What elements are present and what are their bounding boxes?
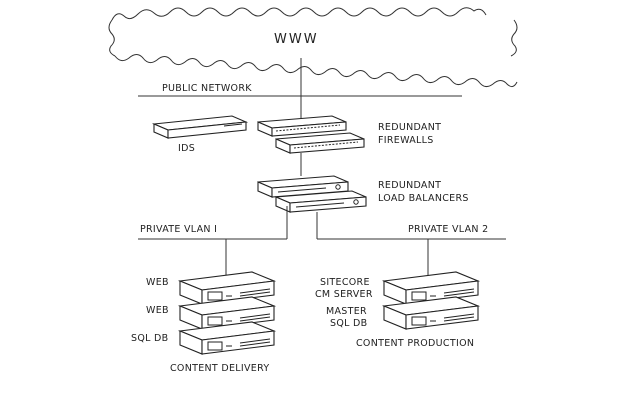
lb-label-line2: LOAD BALANCERS	[378, 193, 469, 204]
ids-device	[151, 115, 249, 139]
ids-label: IDS	[178, 143, 195, 154]
cloud-right-edge	[510, 19, 518, 57]
load-balancer-secondary	[275, 190, 367, 213]
load-balancer-primary	[257, 175, 349, 198]
delivery-web2-label: WEB	[146, 305, 169, 316]
firewall-secondary	[275, 132, 365, 154]
cloud-top-edge	[111, 7, 487, 21]
cm-server	[381, 271, 481, 305]
delivery-sqldb-label: SQL DB	[131, 333, 168, 344]
content-production-caption: CONTENT PRODUCTION	[356, 338, 474, 349]
firewall-primary	[257, 115, 347, 137]
internet-cloud: WWW	[108, 7, 518, 88]
firewalls-label-line2: FIREWALLS	[378, 135, 434, 146]
delivery-web1-label: WEB	[146, 277, 169, 288]
vlan2-label: PRIVATE VLAN 2	[408, 224, 489, 235]
production-cm-label-line2: CM SERVER	[315, 289, 373, 300]
production-cm-label-line1: SITECORE	[320, 277, 370, 288]
firewalls-label-line1: REDUNDANT	[378, 122, 441, 133]
public-network-label: PUBLIC NETWORK	[162, 83, 252, 94]
content-delivery-caption: CONTENT DELIVERY	[170, 363, 269, 374]
cloud-bottom-edge	[114, 54, 518, 88]
master-sql-server	[381, 296, 481, 330]
production-master-label-line2: SQL DB	[330, 318, 367, 329]
delivery-sql-server	[177, 321, 277, 355]
cloud-left-edge	[108, 19, 116, 57]
vlan1-label: PRIVATE VLAN I	[140, 224, 217, 235]
web-server-1	[177, 271, 277, 305]
lb-label-line1: REDUNDANT	[378, 180, 441, 191]
production-master-label-line1: MASTER	[326, 306, 367, 317]
cloud-label: WWW	[274, 32, 319, 47]
web-server-2	[177, 296, 277, 330]
